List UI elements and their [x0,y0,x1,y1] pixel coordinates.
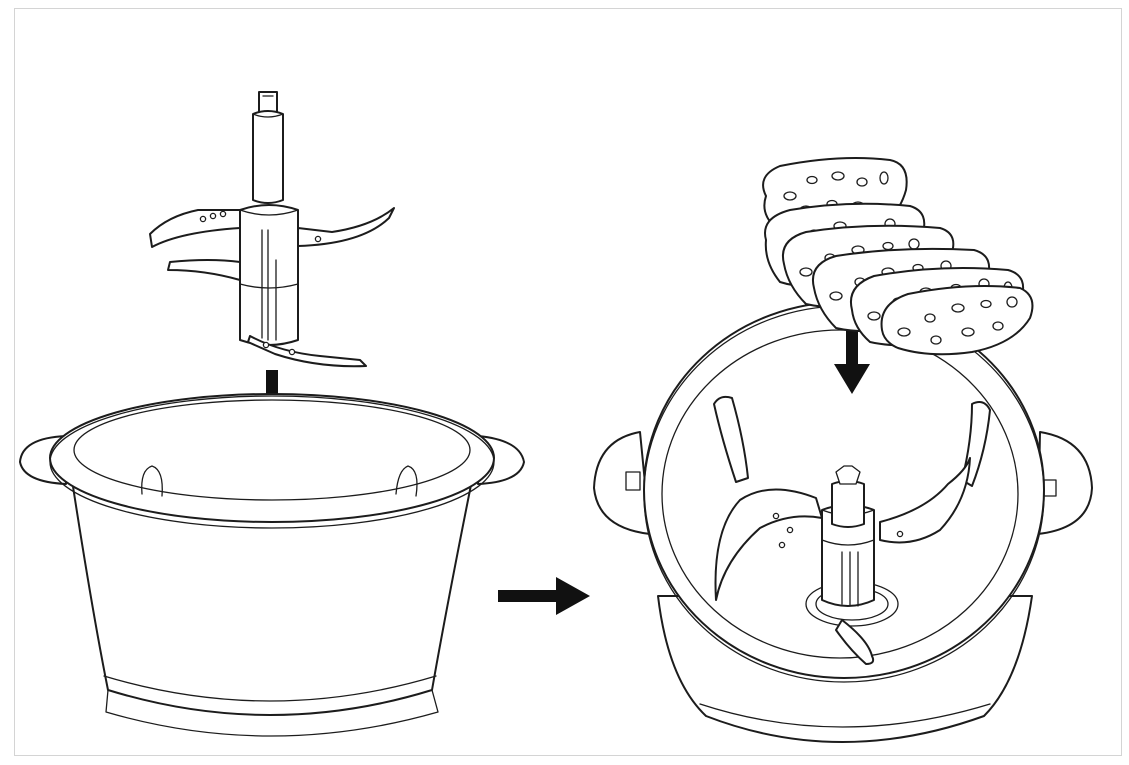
bowl-right-handle-right [1037,431,1093,535]
inner-blade-left [714,488,823,601]
arrow-right-transition [498,577,590,615]
blade-hub [239,204,299,346]
bread-slices [762,157,1034,356]
diagram-frame [14,8,1122,756]
inner-blade-right [879,457,971,544]
bowl-rib-left [713,395,749,483]
bowl-left [19,393,525,737]
bread-slice-6 [880,285,1034,356]
blade-upper-right [297,207,395,247]
arrow-down-right [834,324,870,394]
blade-upper-left [149,209,241,248]
bowl-right [593,301,1093,743]
bowl-right-handle-left [593,431,651,535]
inner-shaft-tip [835,465,861,485]
blade-bottom [247,335,367,368]
inner-blade-bottom [835,619,875,665]
bowl-body [71,479,473,716]
blade-middle-left [167,259,241,281]
inner-shaft [831,480,865,528]
chopping-blade [149,91,395,368]
blade-shaft [252,110,284,204]
bowl-rim-inner [73,399,471,501]
